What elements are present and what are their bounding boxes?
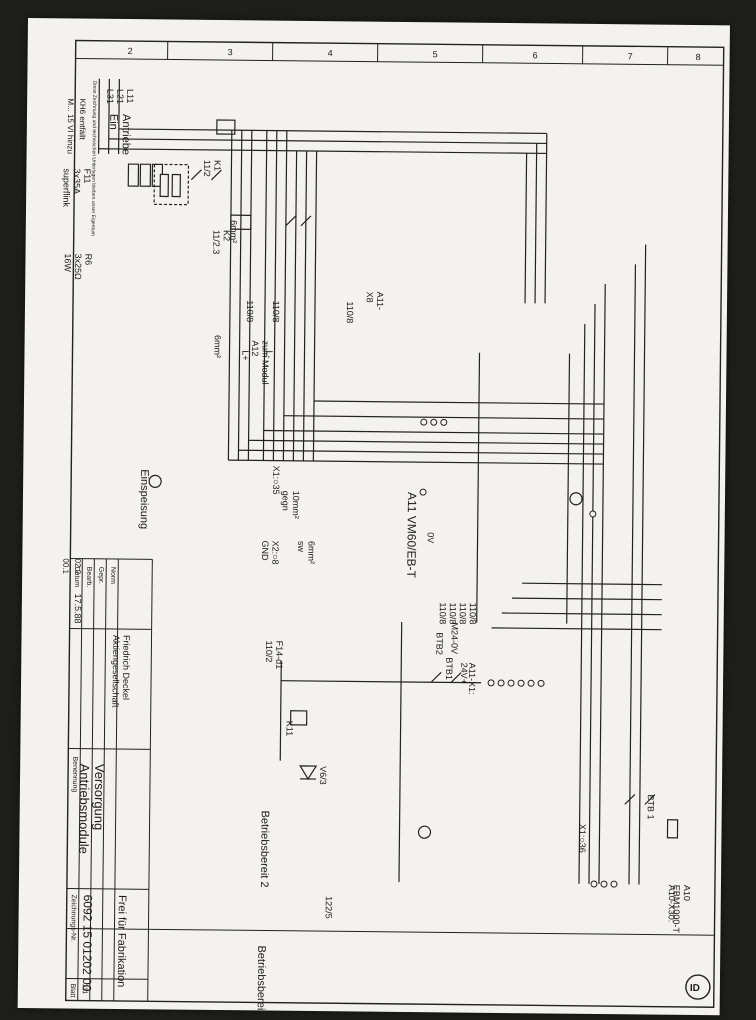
label-wire-10mm: 10mm²gegn (280, 491, 301, 519)
schematic-content: L11 L21 L31 F113x35Asuperflink R63x25Ω16… (53, 78, 720, 1015)
schematic-diagram: 2 3 4 5 6 7 8 (18, 18, 730, 1015)
label-tag: 110/8 (245, 300, 255, 322)
label-wire-6mm-2: 6mm² (212, 335, 222, 358)
column-number: 6 (533, 50, 538, 60)
column-number: 8 (696, 52, 701, 62)
svg-text:ID: ID (690, 983, 700, 994)
label-m24: M24-0V (449, 622, 459, 654)
tb-title: VersorgungAntriebsmodule (76, 764, 107, 855)
label-btb2: BTB2 (434, 632, 444, 655)
label-v6-3: V6/3 (318, 766, 328, 785)
column-number: 3 (228, 47, 233, 57)
bottom-ruler-line (66, 928, 714, 935)
phase-busbars (91, 79, 667, 885)
tb-blatt-value: 111 (81, 984, 88, 995)
label-betriebsbereit-2: Betriebsbereit 2 (258, 810, 271, 887)
tb-rev-date-1: 02.2 (73, 559, 82, 575)
tb-drawing-number: 6092 15 01202 00 (80, 895, 95, 992)
schematic-sheet: 2 3 4 5 6 7 8 (18, 18, 730, 1015)
tb-company: Friedrich DeckelAktiengesellschaft (110, 635, 131, 708)
label-l2: L21 (115, 89, 125, 104)
tb-bearb-label: Bearb. (85, 567, 92, 588)
label-btb1: BTB1 (444, 657, 454, 680)
label-a11-x1: A11-X1: (467, 663, 477, 695)
label-tag: 110/8 (448, 602, 458, 624)
label-k11: K11 (284, 721, 294, 736)
notice-text: Diese Zeichnung und technischen Unterlag… (90, 81, 98, 236)
label-x1-36: X1:○36 (577, 824, 587, 853)
label-betriebsbereit-1: Betriebsbereit 1 (254, 945, 267, 1015)
label-k1: K111/2 (202, 160, 223, 177)
label-a11-x8: A11-X8 (365, 292, 386, 311)
label-ref-122-5: 122/5 (324, 896, 334, 919)
tb-rev-date-2: 00.1 (61, 558, 70, 574)
tb-revision-1: KH6 entfällt (78, 99, 87, 141)
label-lminus: L- (264, 350, 274, 358)
tb-gepr-label: Gepr. (97, 567, 104, 584)
label-tag: 110/8 (271, 301, 281, 323)
company-logo: ID (686, 975, 710, 999)
label-wire-6mm-sw: 6mm²sw (296, 541, 317, 564)
label-module-a10: A10EBM1000-T (671, 885, 692, 934)
label-x1-35: X1:○35 (271, 466, 281, 495)
btb-contacts (429, 672, 679, 838)
label-lplus: L+ (240, 350, 250, 360)
label-wire-6mm: 6mm² (229, 220, 239, 243)
fuse-f11 (128, 164, 162, 186)
top-ruler-line (76, 59, 724, 66)
column-number: 7 (628, 51, 633, 61)
ground-symbols (145, 475, 582, 840)
tb-datum-value: 17.5.88 (73, 594, 83, 624)
label-tag: 110/8 (458, 603, 468, 625)
label-l3: L31 (105, 89, 115, 104)
column-number: 5 (433, 49, 438, 59)
tb-blatt-label: Blatt (69, 983, 76, 997)
label-f14: F14-d1110/2 (264, 641, 285, 670)
label-tag: 110/8 (468, 603, 478, 625)
label-zum-modul: zum ModulA12 (250, 340, 271, 384)
column-ticks (168, 41, 668, 64)
label-module-title: A11 VM60/EB-T (404, 492, 419, 579)
tb-zeichnungsnr-label: Zeichnungs-Nr. (69, 894, 76, 942)
column-number: 2 (128, 46, 133, 56)
label-tag: 110/8 (438, 602, 448, 624)
label-l1l2l3: L11 (125, 89, 135, 103)
label-btb-right: BTB 1 (646, 795, 656, 820)
column-number: 4 (328, 48, 333, 58)
label-f11: F113x35Asuperflink (61, 168, 92, 207)
tb-norm-label: Norm (109, 567, 116, 584)
tb-revision-2: M... 15 VI hinzu (66, 98, 76, 154)
label-x2-8: X2:○8GND (260, 540, 281, 564)
label-0v: 0V (426, 532, 436, 543)
contactor-k2 (231, 215, 311, 230)
tb-release: Frei für Fabrikation (115, 895, 128, 987)
label-tag: 110/8 (345, 301, 355, 323)
label-r6: R63x25Ω16W (63, 253, 94, 280)
label-einspeisung: Einspeisung (138, 469, 151, 529)
